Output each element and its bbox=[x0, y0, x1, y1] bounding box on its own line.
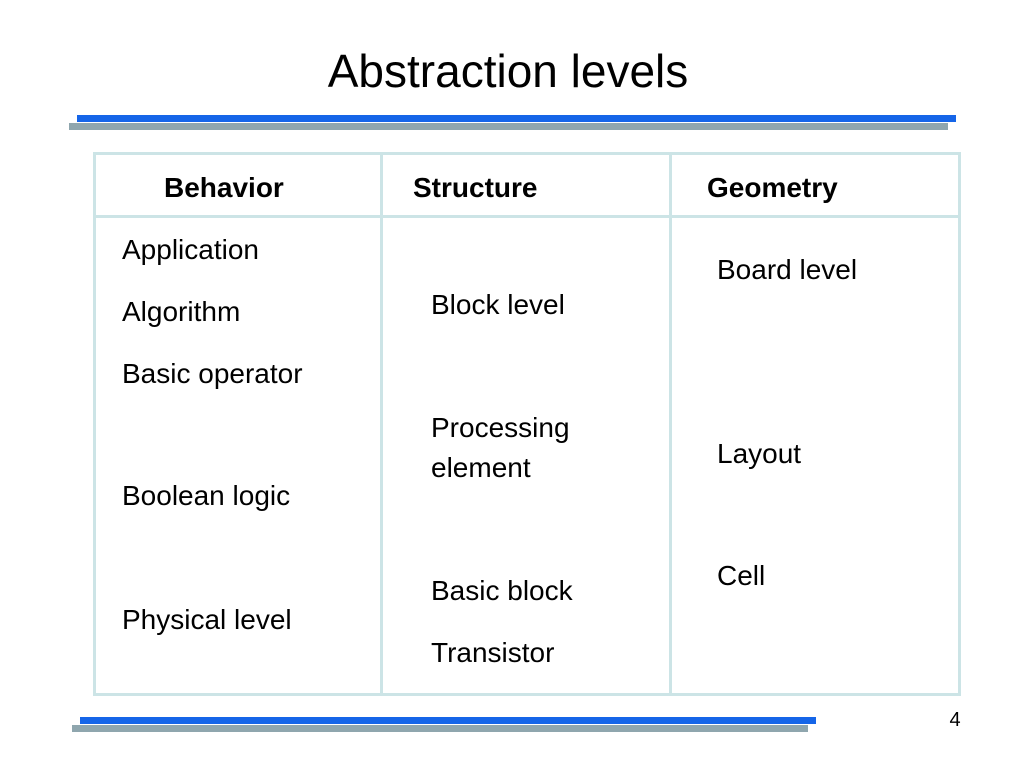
behavior-item: Basic operator bbox=[122, 358, 303, 389]
geometry-item: Layout bbox=[717, 438, 802, 469]
slide-number: 4 bbox=[949, 709, 961, 731]
column-header-structure: Structure bbox=[413, 172, 538, 203]
behavior-item: Physical level bbox=[122, 604, 292, 635]
slide-title: Abstraction levels bbox=[327, 45, 689, 97]
column-divider bbox=[380, 152, 383, 696]
column-divider bbox=[669, 152, 672, 696]
structure-item: Processing bbox=[431, 412, 570, 443]
structure-item: element bbox=[431, 452, 531, 483]
behavior-item: Boolean logic bbox=[122, 480, 291, 511]
title-divider-blue bbox=[77, 115, 956, 122]
header-divider bbox=[93, 215, 961, 218]
footer-divider-blue bbox=[80, 717, 816, 724]
behavior-item: Algorithm bbox=[122, 296, 241, 327]
structure-item: Transistor bbox=[431, 637, 555, 668]
structure-item: Block level bbox=[431, 289, 565, 320]
geometry-item: Cell bbox=[717, 560, 766, 591]
behavior-item: Application bbox=[122, 234, 259, 265]
structure-item: Basic block bbox=[431, 575, 573, 606]
table-border bbox=[93, 152, 961, 696]
geometry-item: Board level bbox=[717, 254, 858, 285]
title-divider-gray bbox=[69, 123, 948, 130]
column-header-geometry: Geometry bbox=[707, 172, 838, 203]
footer-divider-gray bbox=[72, 725, 808, 732]
column-header-behavior: Behavior bbox=[164, 172, 284, 203]
